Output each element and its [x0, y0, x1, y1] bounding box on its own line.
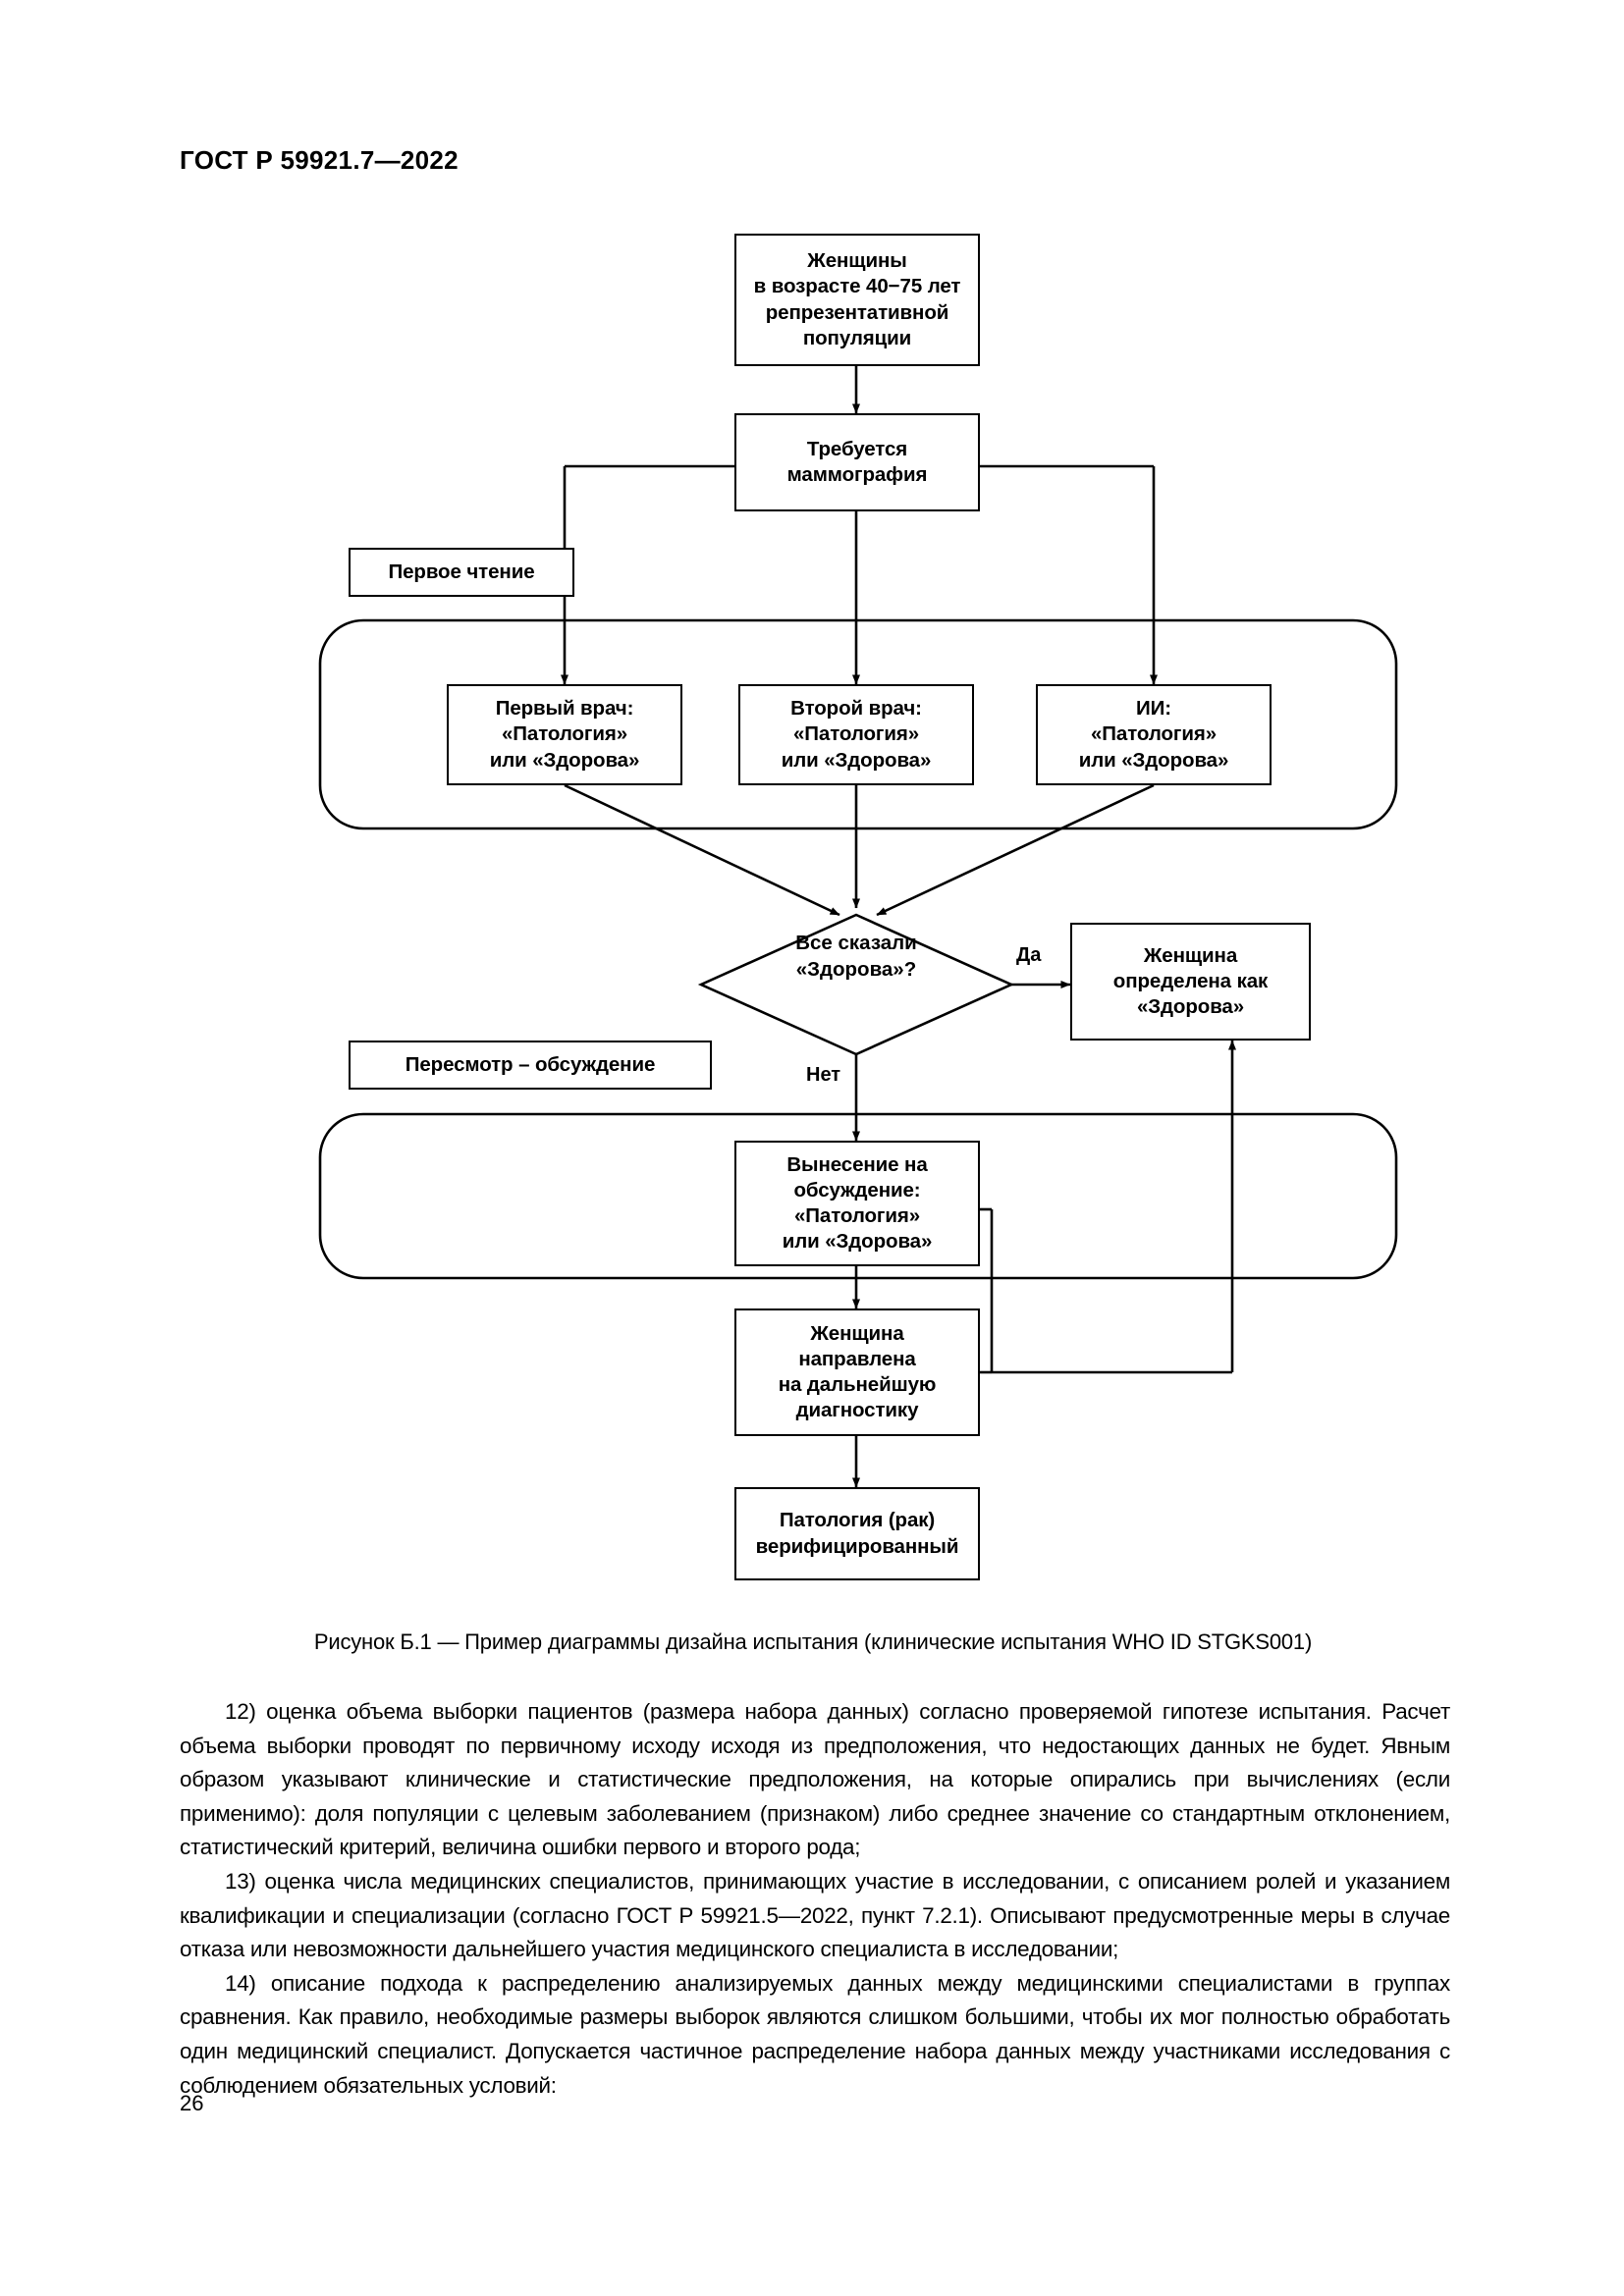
- edge-label-yes: Да: [1013, 944, 1045, 967]
- node-doctor-first: Первый врач: «Патология» или «Здорова»: [447, 684, 682, 785]
- label-review-discussion: Пересмотр – обсуждение: [349, 1041, 712, 1090]
- body-paragraph-13: 13) оценка числа медицинских специалисто…: [180, 1868, 1450, 1962]
- node-doctor-second-line2: «Патология»: [793, 722, 919, 746]
- node-mammography-line2: маммография: [786, 463, 928, 486]
- flowchart-figure: Женщины в возрасте 40−75 лет репрезентат…: [318, 234, 1398, 1580]
- body-paragraph-12: 12) оценка объема выборки пациентов (раз…: [180, 1699, 1450, 1860]
- body-text: 12) оценка объема выборки пациентов (раз…: [180, 1695, 1450, 2103]
- label-first-reading: Первое чтение: [349, 548, 574, 597]
- document-header: ГОСТ Р 59921.7—2022: [180, 145, 459, 175]
- node-verified: Патология (рак) верифицированный: [734, 1487, 980, 1580]
- node-ai-line3: или «Здорова»: [1078, 748, 1229, 772]
- node-verified-line2: верифицированный: [755, 1534, 959, 1558]
- node-referral-line2: направлена: [798, 1347, 916, 1370]
- node-doctor-first-line2: «Патология»: [502, 722, 627, 746]
- node-population-line1: Женщины: [807, 249, 907, 273]
- body-paragraph-14: 14) описание подхода к распределению ана…: [180, 1970, 1450, 2098]
- node-decision-line2: сказали: [838, 932, 917, 954]
- node-referral-line3: на дальнейшую: [778, 1373, 937, 1396]
- node-decision-line1: Все: [795, 932, 833, 954]
- node-referral-line1: Женщина: [810, 1321, 904, 1345]
- node-population-line3: репрезентативной: [765, 300, 949, 324]
- node-discussion-line1: Вынесение на: [786, 1152, 928, 1176]
- node-doctor-second-line3: или «Здорова»: [781, 748, 932, 772]
- figure-caption: Рисунок Б.1 — Пример диаграммы дизайна и…: [313, 1629, 1313, 1654]
- node-doctor-first-line1: Первый врач:: [495, 697, 634, 721]
- node-healthy-line3: «Здорова»: [1136, 995, 1245, 1019]
- node-verified-line1: Патология (рак): [779, 1509, 936, 1532]
- node-population-line4: популяции: [802, 326, 912, 349]
- node-healthy: Женщина определена как «Здорова»: [1070, 923, 1311, 1041]
- node-discussion-line2: обсуждение:: [793, 1178, 921, 1201]
- node-referral: Женщина направлена на дальнейшую диагнос…: [734, 1308, 980, 1436]
- node-decision-line3: «Здорова»?: [795, 957, 917, 981]
- node-doctor-second: Второй врач: «Патология» или «Здорова»: [738, 684, 974, 785]
- node-decision-text: Все сказали «Здорова»?: [758, 931, 954, 983]
- node-ai-line2: «Патология»: [1091, 722, 1217, 746]
- node-ai-line1: ИИ:: [1136, 697, 1171, 721]
- node-population: Женщины в возрасте 40−75 лет репрезентат…: [734, 234, 980, 366]
- node-discussion-line3: «Патология»: [794, 1204, 920, 1227]
- label-review-discussion-text: Пересмотр – обсуждение: [405, 1053, 656, 1076]
- node-discussion: Вынесение на обсуждение: «Патология» или…: [734, 1141, 980, 1266]
- edge-label-no: Нет: [803, 1064, 844, 1087]
- node-doctor-second-line1: Второй врач:: [790, 697, 922, 721]
- node-mammography-line1: Требуется: [806, 437, 908, 460]
- node-doctor-first-line3: или «Здорова»: [489, 748, 640, 772]
- node-healthy-line2: определена как: [1112, 969, 1269, 992]
- node-ai: ИИ: «Патология» или «Здорова»: [1036, 684, 1272, 785]
- node-referral-line4: диагностику: [795, 1399, 919, 1422]
- label-first-reading-text: Первое чтение: [388, 561, 535, 583]
- page-number: 26: [180, 2091, 204, 2115]
- node-discussion-line4: или «Здорова»: [782, 1230, 933, 1254]
- node-population-line2: в возрасте 40−75 лет: [753, 275, 961, 298]
- node-mammography: Требуется маммография: [734, 413, 980, 511]
- node-healthy-line1: Женщина: [1143, 943, 1238, 967]
